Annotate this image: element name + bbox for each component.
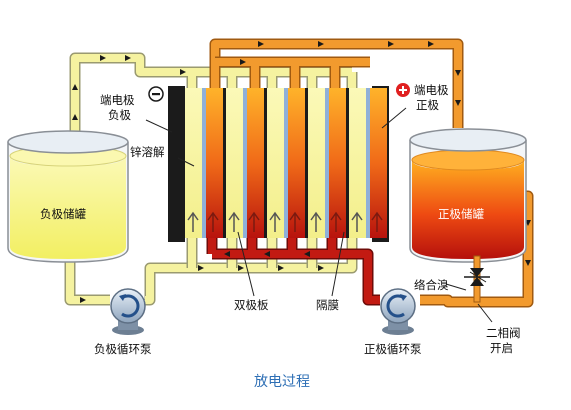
leader-lines bbox=[145, 107, 493, 323]
neg-terminal-label-1: 端电极 bbox=[100, 93, 135, 107]
neg-pump-label: 负极循环泵 bbox=[94, 342, 152, 356]
bipolar-plate bbox=[346, 88, 349, 238]
flow-arrows bbox=[72, 41, 531, 303]
valve-label-2: 开启 bbox=[490, 341, 513, 355]
membrane-sheet bbox=[202, 88, 206, 238]
flow-up-arrow-icon bbox=[330, 211, 342, 232]
zinc-dissolve-label: 锌溶解 bbox=[130, 145, 165, 159]
negative-half-cell bbox=[185, 88, 202, 238]
positive-half-cell bbox=[329, 88, 346, 238]
valve-icon bbox=[464, 255, 490, 303]
cell-stack bbox=[168, 86, 389, 242]
flow-up-arrow-icon bbox=[207, 211, 219, 232]
bipolar-plate-label: 双极板 bbox=[234, 298, 269, 312]
flow-up-arrow-icon bbox=[310, 211, 322, 232]
positive-half-cell bbox=[370, 88, 387, 238]
negative-half-cell bbox=[267, 88, 284, 238]
membrane-sheet bbox=[243, 88, 247, 238]
neg-terminal-label-2: 负极 bbox=[108, 108, 131, 122]
bipolar-plate bbox=[223, 88, 226, 238]
positive-tank bbox=[409, 128, 527, 263]
membrane-label: 隔膜 bbox=[316, 298, 339, 312]
positive-half-cell bbox=[247, 88, 264, 238]
flow-up-arrow-icon bbox=[371, 211, 383, 232]
negative-half-cell bbox=[226, 88, 243, 238]
positive-pump-icon bbox=[380, 288, 416, 335]
neg-tank-label: 负极储罐 bbox=[40, 207, 86, 221]
flow-up-arrow-icon bbox=[351, 211, 363, 232]
minus-glyph bbox=[152, 93, 160, 96]
flow-up-arrow-icon bbox=[269, 211, 281, 232]
negative-half-cell bbox=[349, 88, 366, 238]
flow-up-arrow-icon bbox=[228, 211, 240, 232]
bipolar-plate bbox=[305, 88, 308, 238]
negative-half-cell bbox=[308, 88, 325, 238]
valve-label-1: 二相阀 bbox=[486, 326, 521, 340]
diagram-caption: 放电过程 bbox=[254, 374, 310, 390]
membrane-sheet bbox=[366, 88, 370, 238]
complex-bromine-label: 络合溴 bbox=[414, 278, 449, 292]
flow-up-arrow-icon bbox=[289, 211, 301, 232]
pos-pump-label: 正极循环泵 bbox=[364, 342, 422, 356]
pos-terminal-label-1: 端电极 bbox=[414, 83, 449, 97]
membrane-sheet bbox=[284, 88, 288, 238]
positive-half-cell bbox=[288, 88, 305, 238]
bipolar-plate bbox=[264, 88, 267, 238]
plus-glyph bbox=[399, 86, 407, 94]
flow-up-arrow-icon bbox=[248, 211, 260, 232]
flow-up-arrow-icon bbox=[187, 211, 199, 232]
positive-half-cell bbox=[206, 88, 223, 238]
pos-terminal-label-2: 正极 bbox=[416, 98, 439, 112]
negative-pump-icon bbox=[110, 288, 146, 335]
membrane-sheet bbox=[325, 88, 329, 238]
negative-end-plate bbox=[168, 86, 185, 242]
negative-tank bbox=[7, 130, 129, 263]
pos-tank-label: 正极储罐 bbox=[438, 207, 484, 221]
